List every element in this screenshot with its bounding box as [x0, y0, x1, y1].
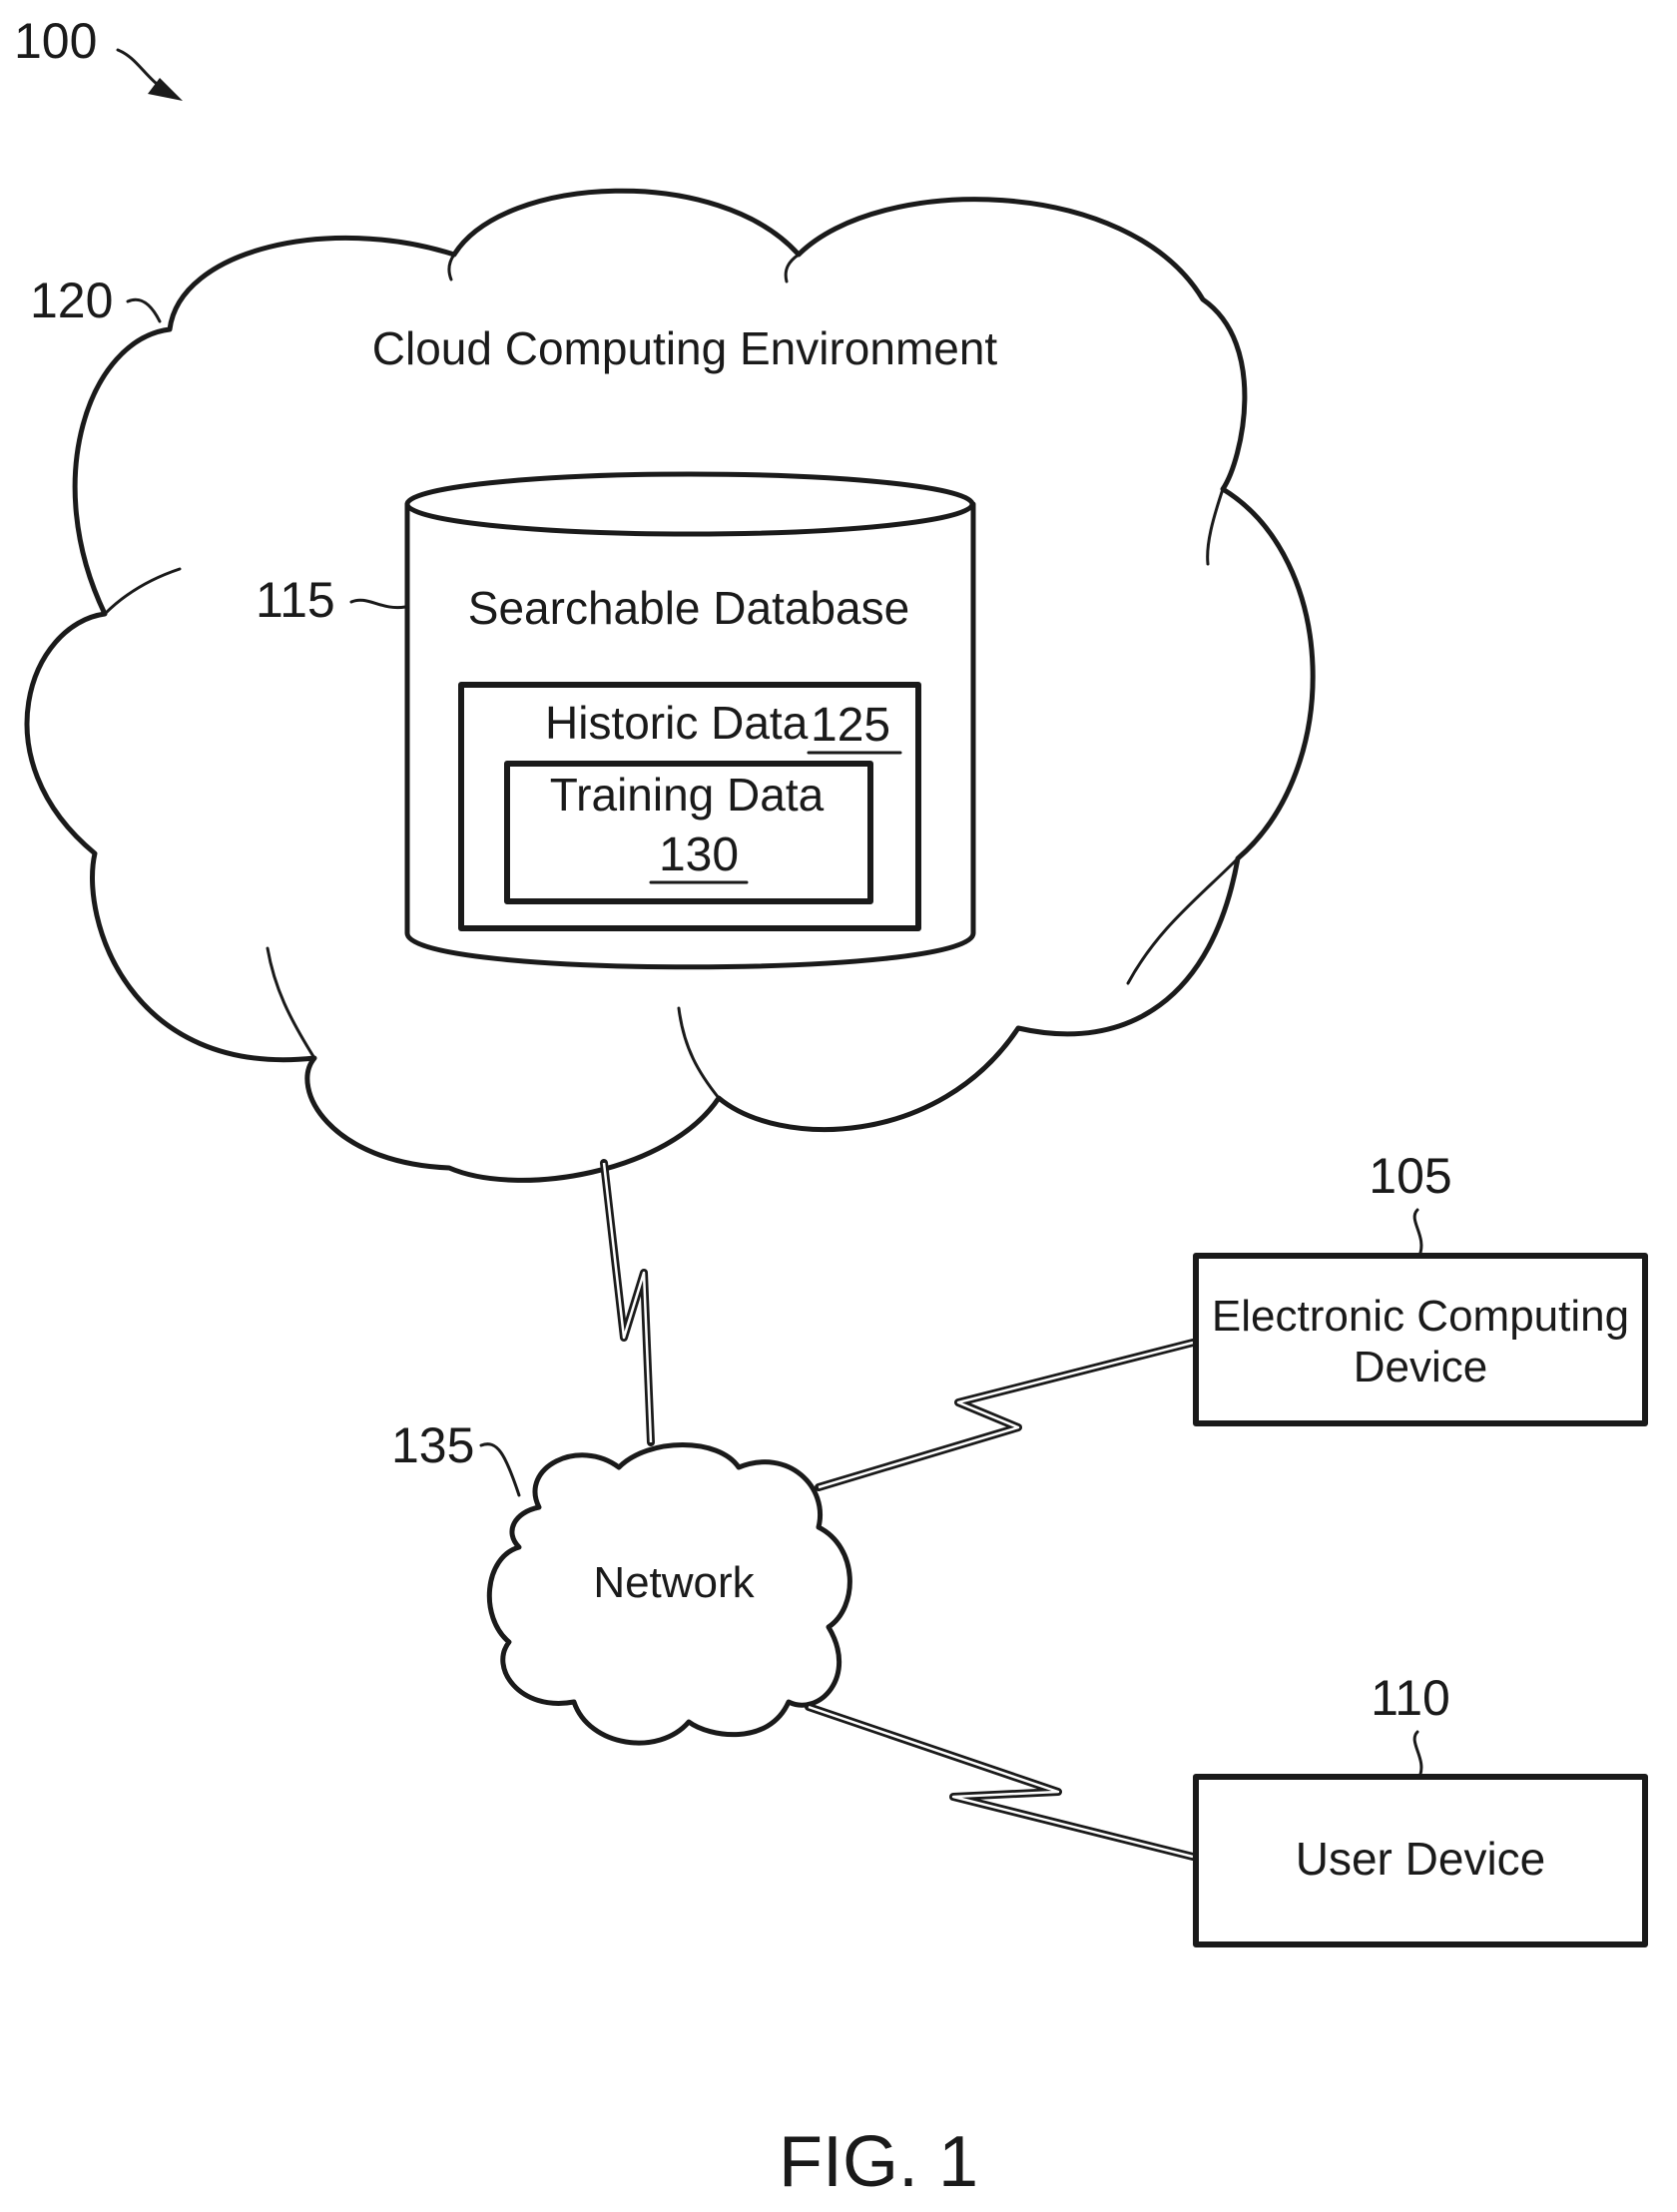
database-ref-leader	[351, 600, 405, 607]
user-device-ref-leader	[1414, 1732, 1421, 1777]
cloud-fold-7	[105, 569, 180, 614]
cloud-label: Cloud Computing Environment	[372, 322, 998, 374]
electronic-device-ref-leader	[1414, 1210, 1421, 1256]
training-data-ref: 130	[659, 829, 739, 881]
network-ref-leader	[481, 1444, 519, 1495]
cloud-ref-leader	[128, 299, 160, 321]
historic-data-ref: 125	[811, 699, 890, 752]
system-ref-label: 100	[14, 13, 97, 69]
network-ref-label: 135	[391, 1417, 474, 1473]
cloud-fold-1	[449, 255, 454, 279]
electronic-device-label-line1: Electronic Computing	[1212, 1292, 1629, 1341]
cloud-fold-5	[679, 1008, 719, 1098]
figure-caption: FIG. 1	[779, 2122, 978, 2202]
link-network-to-user-device	[809, 1707, 1193, 1857]
cylinder-top	[407, 474, 972, 534]
user-device-ref-label: 110	[1371, 1670, 1450, 1726]
historic-data-label: Historic Data	[545, 697, 809, 749]
link-cloud-to-network	[604, 1163, 651, 1442]
cloud-ref-label: 120	[30, 273, 113, 328]
link-network-to-electronic-device	[819, 1343, 1193, 1487]
database-ref-label: 115	[256, 572, 335, 628]
electronic-device-label-line2: Device	[1354, 1343, 1488, 1391]
training-data-label: Training Data	[550, 769, 825, 821]
database-label: Searchable Database	[468, 582, 909, 634]
cloud-fold-3	[1208, 489, 1223, 564]
network-label: Network	[593, 1558, 755, 1607]
cloud-fold-6	[268, 948, 314, 1058]
user-device-label: User Device	[1296, 1833, 1546, 1885]
electronic-device-ref-label: 105	[1369, 1148, 1451, 1204]
cloud-fold-2	[786, 255, 799, 281]
link-network-to-electronic-device-inner	[819, 1343, 1193, 1487]
